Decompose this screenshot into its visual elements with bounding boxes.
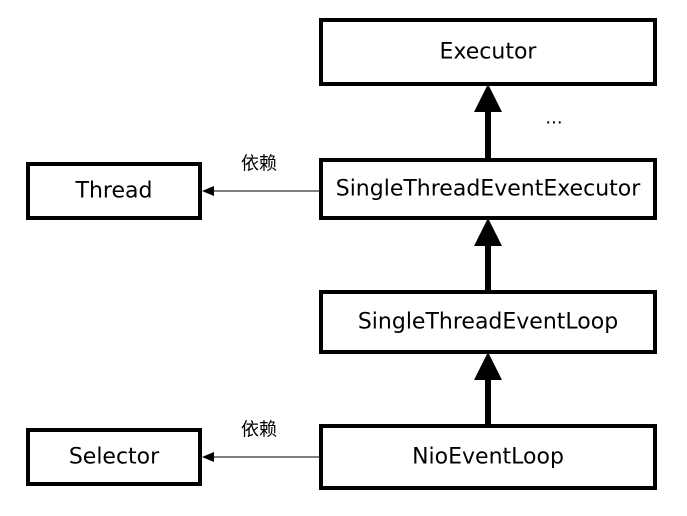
inheritance-single-thread-event-loop-arrow [474,352,502,426]
single-thread-event-executor-label: SingleThreadEventExecutor [336,177,641,202]
dependency-selector-arrow [202,452,320,462]
selector-box: Selector [26,428,202,486]
single-thread-event-loop-box: SingleThreadEventLoop [319,290,657,354]
dependency-label-top: 依赖 [241,154,277,175]
nio-event-loop-label: NioEventLoop [412,445,564,470]
dependency-label-bottom: 依赖 [241,420,277,441]
inheritance-single-thread-event-executor-arrow [474,218,502,292]
single-thread-event-loop-label: SingleThreadEventLoop [358,310,618,335]
inheritance-executor-arrow [474,84,502,160]
nio-event-loop-box: NioEventLoop [319,424,657,490]
single-thread-event-executor-box: SingleThreadEventExecutor [319,158,657,220]
thread-label: Thread [75,179,153,204]
ellipsis-label: ... [545,108,562,129]
dependency-thread-arrow [202,186,320,196]
selector-label: Selector [69,445,160,470]
thread-box: Thread [26,162,202,220]
executor-label: Executor [440,40,538,65]
executor-box: Executor [319,18,657,86]
